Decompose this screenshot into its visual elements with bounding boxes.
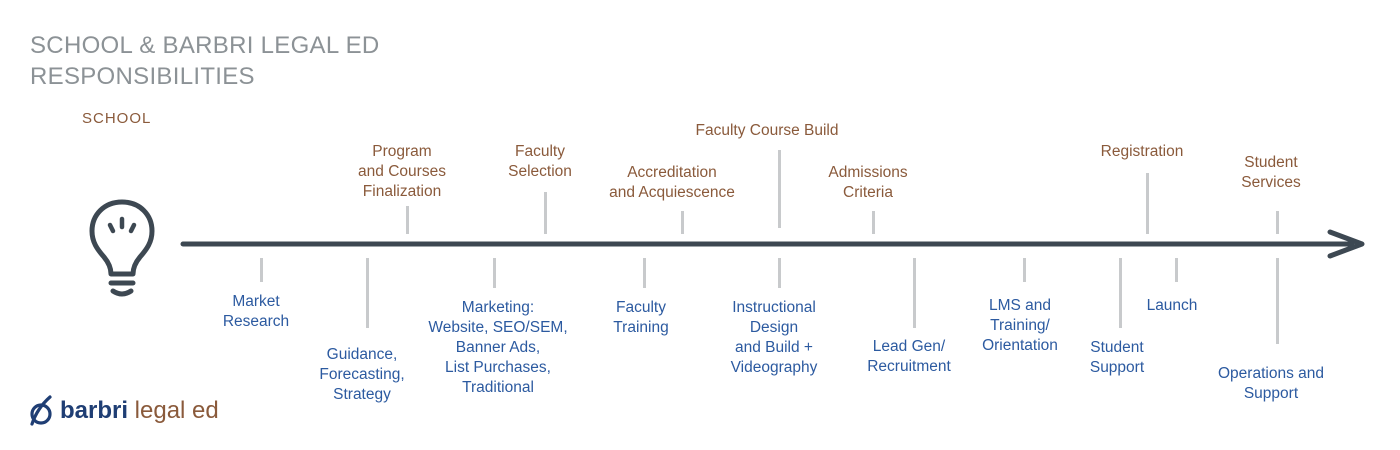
logo-suffix: legal ed: [128, 397, 219, 424]
barbri-step-label: Lead Gen/ Recruitment: [867, 338, 951, 375]
barbri-step-label: Student Support: [1089, 339, 1145, 376]
arrow-head-icon: [1327, 229, 1365, 259]
logo-brand: barbri: [60, 397, 129, 424]
school-step-label: Faculty Selection: [508, 143, 572, 180]
tick-below: [366, 258, 369, 328]
tick-below: [260, 258, 263, 282]
barbri-step-label: Faculty Training: [613, 299, 669, 336]
tick-below: [1276, 258, 1279, 344]
barbri-step-label: Operations and Support: [1218, 365, 1324, 402]
tick-below: [1119, 258, 1122, 328]
school-step-label: Accreditation and Acquiescence: [609, 164, 735, 201]
barbri-step-label: Marketing: Website, SEO/SEM, Banner Ads,…: [428, 299, 568, 396]
school-section-label: SCHOOL: [82, 110, 152, 127]
school-step-label: Registration: [1100, 143, 1184, 160]
tick-below: [1175, 258, 1178, 282]
tick-below: [493, 258, 496, 288]
tick-above: [1146, 173, 1149, 234]
page-title: SCHOOL & BARBRI LEGAL ED RESPONSIBILITIE…: [30, 30, 380, 92]
title-line-1: SCHOOL & BARBRI LEGAL ED: [30, 32, 380, 59]
tick-below: [1023, 258, 1026, 282]
barbri-logo: barbri legal ed: [28, 392, 219, 430]
tick-above: [406, 206, 409, 234]
school-step-label: Student Services: [1241, 154, 1301, 191]
logo-wordmark: barbri legal ed: [60, 397, 219, 425]
school-step-label: Admissions Criteria: [828, 164, 908, 201]
barbri-step-label: Instructional Design and Build + Videogr…: [730, 299, 818, 376]
barbri-step-label: Market Research: [222, 293, 290, 330]
school-step-label: Program and Courses Finalization: [358, 143, 446, 200]
barbri-step-label: Launch: [1146, 297, 1198, 314]
school-step-label: Faculty Course Build: [695, 122, 839, 139]
tick-above: [872, 211, 875, 234]
tick-above: [544, 192, 547, 234]
tick-below: [643, 258, 646, 288]
lightbulb-icon: [89, 199, 155, 297]
barbri-step-label: LMS and Training/ Orientation: [982, 297, 1058, 354]
tick-above: [681, 211, 684, 234]
tick-below: [778, 258, 781, 288]
barbri-step-label: Guidance, Forecasting, Strategy: [319, 346, 405, 403]
tick-below: [913, 258, 916, 328]
title-line-2: RESPONSIBILITIES: [30, 63, 255, 90]
barbri-logo-icon: [30, 395, 52, 426]
tick-above: [778, 150, 781, 228]
tick-above: [1276, 211, 1279, 234]
